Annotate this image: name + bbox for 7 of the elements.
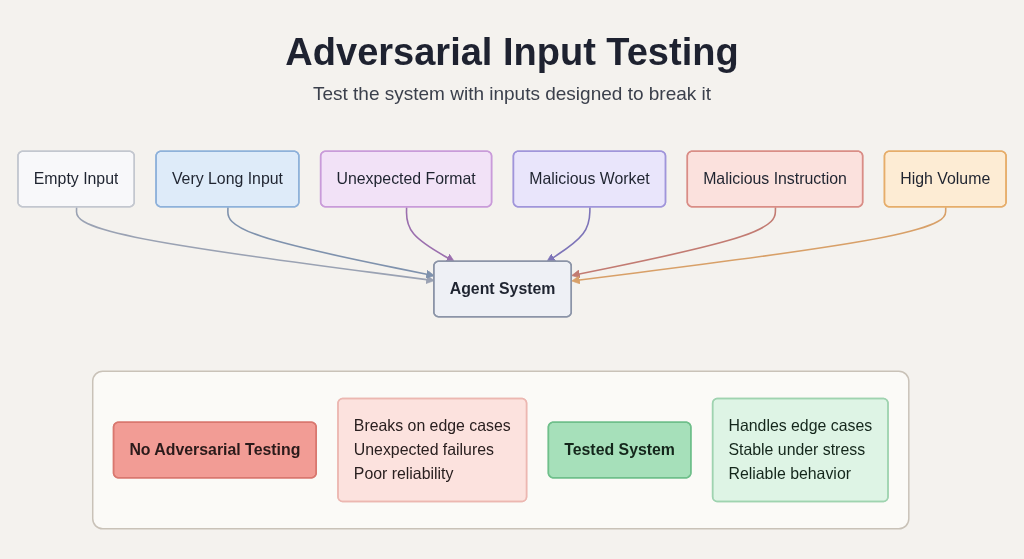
arrow xyxy=(571,206,947,285)
arrow xyxy=(571,206,777,279)
arrow xyxy=(546,206,591,263)
cluster xyxy=(92,370,910,530)
subtitle: Test the system with inputs designed to break it xyxy=(312,82,712,106)
title: Adversarial Input Testing xyxy=(285,30,739,74)
arrow xyxy=(405,206,455,263)
